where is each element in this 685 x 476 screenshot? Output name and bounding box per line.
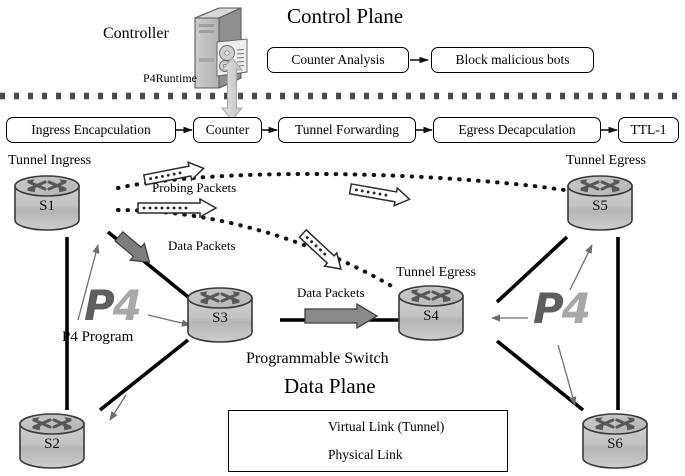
link-s3-s2 — [98, 338, 190, 412]
probing-arrow-3 — [137, 197, 218, 219]
p4-program-label: P4 Program — [62, 329, 134, 345]
switch-node-s5[interactable] — [566, 174, 634, 232]
data-plane-title: Data Plane — [284, 374, 376, 398]
switch-node-s4[interactable] — [397, 284, 465, 342]
switch-node-s6[interactable] — [581, 412, 649, 470]
vlink-s1-s4 — [116, 208, 397, 290]
p4-logo-right: P4 — [533, 288, 591, 330]
programmable-switch-label: Programmable Switch — [246, 350, 389, 367]
arrow-p4-to-s2 — [109, 394, 127, 421]
physical-links — [65, 230, 620, 412]
pipeline-stage-tunnel-forwarding[interactable]: Tunnel Forwarding — [278, 117, 416, 143]
controller-label: Controller — [103, 25, 169, 42]
tunnel-egress-s5-label: Tunnel Egress — [566, 153, 646, 168]
legend — [228, 410, 508, 472]
switch-node-s2[interactable] — [18, 412, 86, 470]
control-box-block-malicious-bots[interactable]: Block malicious bots — [431, 47, 594, 73]
arrow-p4-to-s3 — [147, 314, 191, 327]
switch-node-s3[interactable] — [186, 286, 254, 344]
arrow-p4-to-s5 — [569, 244, 593, 291]
pipeline-stage-counter[interactable]: Counter — [193, 117, 262, 143]
probing-packets-label: Probing Packets — [152, 180, 237, 195]
probing-arrow-2 — [348, 183, 411, 207]
probing-arrow-1 — [142, 161, 205, 186]
p4-logo-4-left: 4 — [112, 281, 142, 330]
p4-logo-left: P4 — [84, 285, 142, 327]
legend-label-physical-link: Physical Link — [328, 447, 403, 462]
p4runtime-label: P4Runtime — [143, 71, 198, 85]
switch-node-s1[interactable] — [13, 174, 81, 232]
link-s4-s5 — [495, 235, 569, 304]
p4runtime-arrow — [220, 57, 244, 121]
page-title: Control Plane — [287, 4, 404, 28]
data-packets-label-1: Data Packets — [168, 238, 236, 253]
controller-icon — [194, 7, 248, 89]
p4-logo-p-left: P — [84, 281, 115, 330]
probing-arrow-4 — [298, 228, 342, 270]
arrow-p4-to-s6 — [557, 344, 577, 406]
legend-label-virtual-link: Virtual Link (Tunnel) — [328, 419, 445, 434]
pipeline-stage-egress-decapculation[interactable]: Egress Decapculation — [433, 117, 601, 143]
tunnel-egress-s4-label: Tunnel Egress — [396, 265, 476, 280]
annotation-arrows — [77, 244, 593, 421]
pipeline-stage-ttl-1[interactable]: TTL-1 — [618, 117, 679, 143]
p4-logo-4-right: 4 — [561, 284, 591, 333]
arrow-p4-to-s1 — [77, 244, 100, 321]
control-box-counter-analysis[interactable]: Counter Analysis — [267, 47, 409, 73]
p4-logo-p-right: P — [533, 284, 564, 333]
tunnel-ingress-label: Tunnel Ingress — [8, 153, 92, 168]
data-packets-label-2: Data Packets — [297, 285, 365, 300]
pipeline-stage-ingress-encapculation[interactable]: Ingress Encapculation — [6, 117, 176, 143]
data-packets-arrow-2 — [304, 302, 379, 330]
link-s4-s6 — [495, 339, 585, 412]
data-packets-arrow-1 — [114, 230, 151, 263]
